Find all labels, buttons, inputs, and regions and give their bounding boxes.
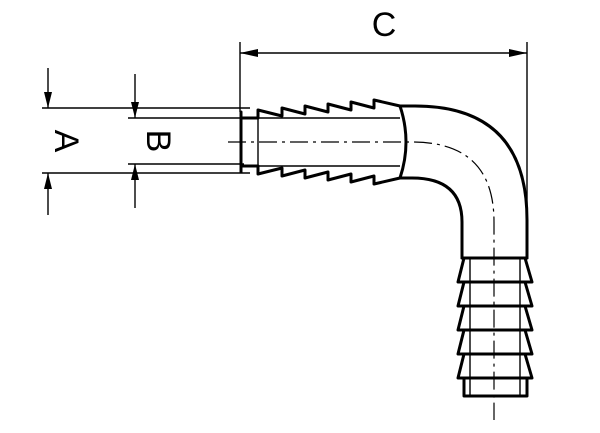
bend-inner-contour <box>398 176 464 260</box>
vertical-barb-1 <box>456 256 534 284</box>
vertical-end-collar <box>462 376 529 398</box>
vertical-barb-2 <box>456 280 534 308</box>
dimension-b: B <box>128 74 244 208</box>
bend-outer-contour <box>398 104 529 260</box>
dimension-c-arrow-left <box>240 49 258 57</box>
dimension-b-label: B <box>139 130 177 153</box>
dimension-a-arrow-top <box>44 92 52 108</box>
dimension-a-label: A <box>47 130 85 153</box>
horizontal-leg-transition <box>398 104 408 180</box>
vertical-barb-3 <box>456 304 534 332</box>
dimension-c-label: C <box>372 6 397 44</box>
dimension-c: C <box>239 6 528 212</box>
vertical-barb-5 <box>456 352 534 380</box>
horizontal-leg-bottom-profile <box>239 164 402 186</box>
center-line <box>228 141 495 420</box>
dimension-b-arrow-top <box>131 102 139 118</box>
elbow-bend <box>398 104 529 260</box>
dimension-c-arrow-right <box>509 49 527 57</box>
horizontal-leg-top-profile <box>239 98 402 120</box>
dimension-a: A <box>42 68 250 215</box>
vertical-barb-leg <box>456 256 534 398</box>
vertical-barb-4 <box>456 328 534 356</box>
dimension-b-arrow-bottom <box>131 164 139 180</box>
horizontal-barb-leg <box>239 98 408 186</box>
dimension-a-arrow-bottom <box>44 173 52 189</box>
